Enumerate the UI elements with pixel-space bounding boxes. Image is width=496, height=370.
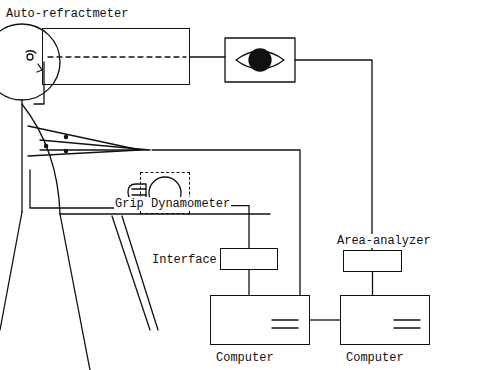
electrode [44,144,47,147]
node-label: Grip Dynamometer [114,197,231,211]
electrode [64,149,67,152]
head [0,24,60,100]
signal-wire [310,319,340,320]
node-label: Area-analyzer [336,234,432,248]
signal-wire [190,206,249,248]
table-leg [112,216,150,330]
chair-leg [60,214,90,370]
computer-box: Computer [210,295,310,345]
drive-slot [394,327,420,328]
fingers [132,189,146,195]
drive-slot [394,319,420,320]
node-label: Computer [215,351,275,365]
electrode [64,135,67,138]
subject-eye [27,54,33,60]
signal-wire [372,272,373,295]
pupil-image [249,49,271,71]
drive-slot [272,327,298,328]
signal-wire [248,270,249,295]
lower-arm [30,170,120,208]
computer-box: Computer [340,295,430,345]
monitor [225,38,295,82]
table-leg [122,216,158,330]
optical-axis [48,56,186,57]
eyelid [26,51,36,53]
torso [22,104,60,214]
node-label: Auto-refractmeter [5,7,129,21]
interface-box: Interface [220,248,278,270]
chair-leg [0,212,22,330]
video-wire [190,56,225,57]
node-label: Interface [151,253,218,267]
instrument-box: Auto-refractmeter [42,28,190,85]
chair-back [21,100,22,212]
forearm [40,140,150,150]
dynamometer-box: Grip Dynamometer [140,172,190,214]
drive-slot [272,319,298,320]
node-label: Computer [345,351,405,365]
video-wire [295,60,372,250]
analyzer-box: Area-analyzer [343,250,402,272]
